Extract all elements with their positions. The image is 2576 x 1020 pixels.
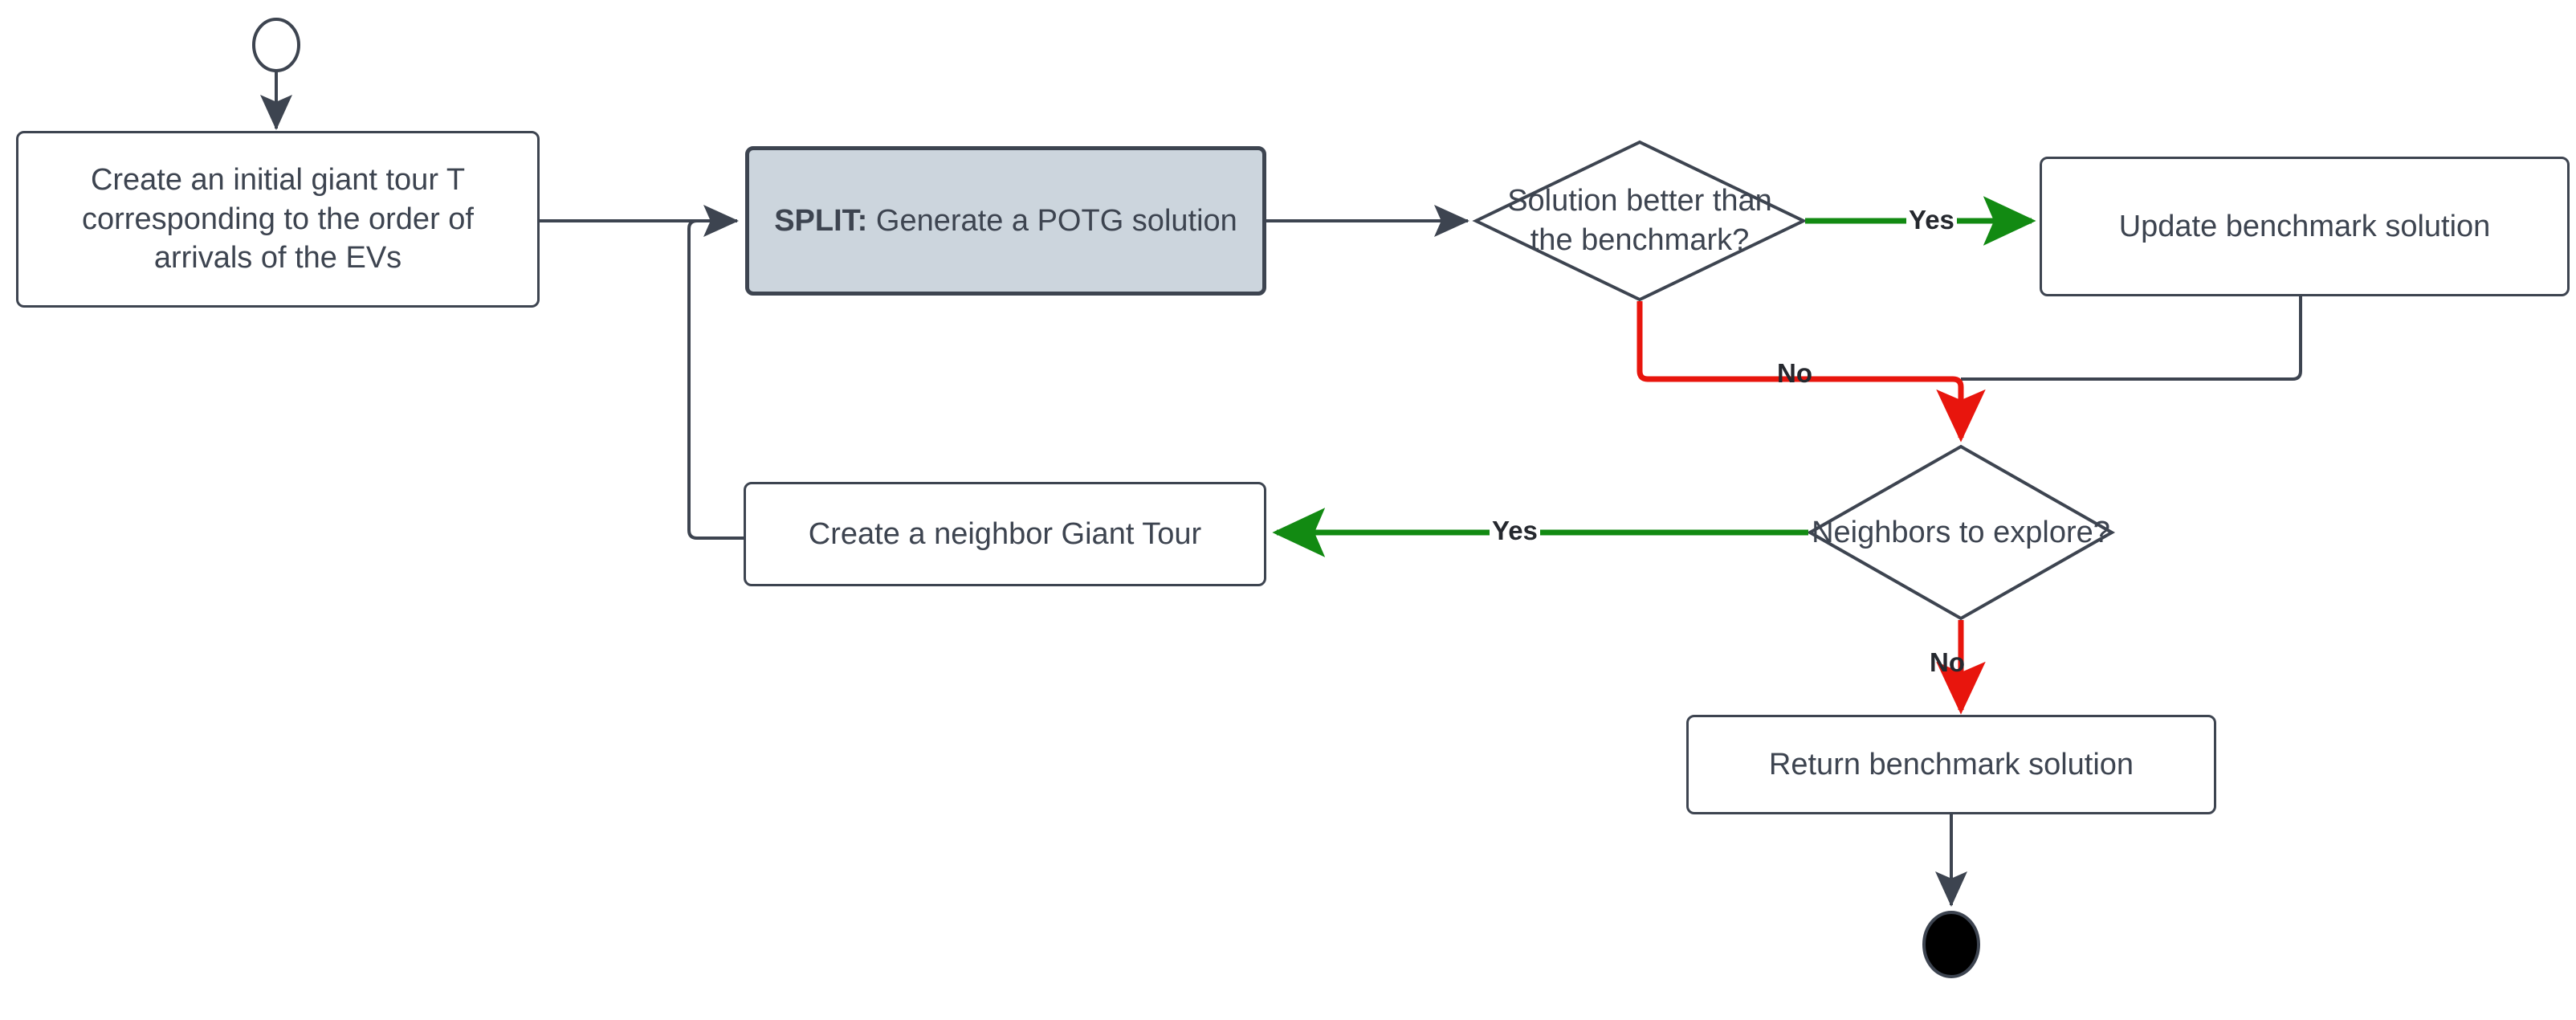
node-create-neighbor-giant-tour[interactable]: Create a neighbor Giant Tour (744, 482, 1266, 586)
node-create-initial-giant-tour[interactable]: Create an initial giant tour T correspon… (16, 131, 540, 308)
edge-neighbor-tour-to-split (687, 219, 744, 540)
node-create-initial-giant-tour-label: Create an initial giant tour T correspon… (82, 163, 474, 275)
neighbors-decision-diamond (1806, 444, 2116, 621)
edge-label-neighbors-decision-no: No (1930, 647, 1965, 677)
node-split-label-strong: SPLIT: (774, 203, 868, 238)
node-update-benchmark-solution[interactable]: Update benchmark solution (2040, 157, 2570, 296)
edge-label-better-decision-yes: Yes (1906, 206, 1957, 233)
node-update-benchmark-label: Update benchmark solution (2118, 209, 2491, 243)
edge-update-benchmark-to-neighbors (1961, 296, 2302, 381)
node-create-neighbor-giant-tour-label: Create a neighbor Giant Tour (808, 516, 1202, 551)
edge-label-neighbors-decision-yes: Yes (1490, 517, 1540, 544)
node-split-label-rest: Generate a POTG solution (867, 203, 1237, 238)
edge-label-better-decision-no: No (1777, 358, 1812, 388)
node-return-benchmark-solution[interactable]: Return benchmark solution (1686, 715, 2216, 814)
end-node (1922, 911, 1980, 978)
node-return-benchmark-label: Return benchmark solution (1768, 747, 2134, 781)
better-decision-diamond (1472, 140, 1808, 302)
node-split-generate-potg[interactable]: SPLIT: Generate a POTG solution (745, 146, 1266, 296)
node-split-label: SPLIT: Generate a POTG solution (774, 202, 1237, 241)
start-node (252, 18, 300, 72)
edge-better-decision-no (1636, 301, 1986, 443)
